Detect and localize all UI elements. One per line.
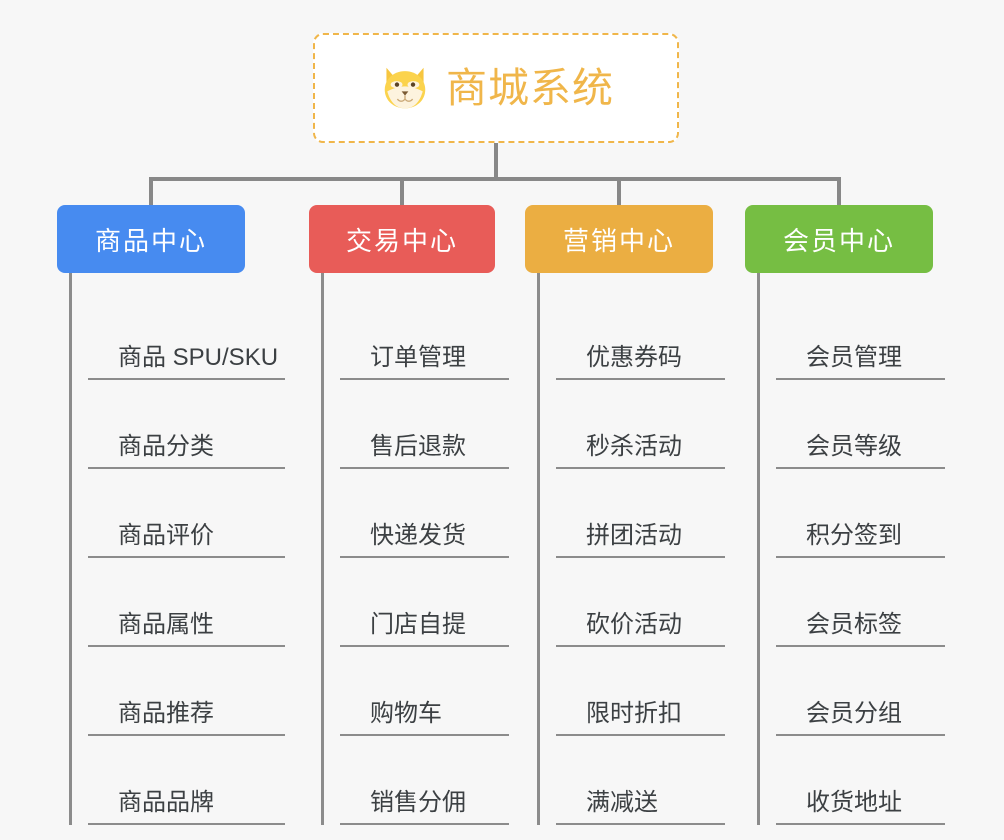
leaf-label: 砍价活动	[586, 611, 682, 638]
list-item[interactable]: 满减送	[556, 736, 725, 825]
list-item[interactable]: 拼团活动	[556, 469, 725, 558]
leaf-label: 商品评价	[118, 522, 214, 549]
category-label-trade-center: 交易中心	[345, 225, 458, 256]
list-item[interactable]: 商品评价	[88, 469, 285, 558]
list-item[interactable]: 秒杀活动	[556, 380, 725, 469]
dog-face-icon	[384, 67, 426, 109]
branch-columns: 商品中心 商品 SPU/SKU 商品分类 商品评价 商品属性 商品推荐	[0, 205, 1004, 840]
branch-member-center: 会员中心 会员管理 会员等级 积分签到 会员标签 会员分组	[745, 205, 945, 825]
list-item[interactable]: 会员分组	[776, 647, 945, 736]
connector-drop-member-center	[837, 177, 841, 205]
leaf-label: 会员等级	[806, 433, 902, 460]
list-item[interactable]: 优惠券码	[556, 291, 725, 380]
list-item[interactable]: 商品品牌	[88, 736, 285, 825]
leaf-label: 售后退款	[370, 433, 466, 460]
category-box-trade-center[interactable]: 交易中心	[309, 205, 495, 273]
leaf-label: 秒杀活动	[586, 433, 682, 460]
connector-drop-marketing-center	[617, 177, 621, 205]
leaf-label: 销售分佣	[370, 789, 466, 816]
category-box-member-center[interactable]: 会员中心	[745, 205, 933, 273]
branch-marketing-center: 营销中心 优惠券码 秒杀活动 拼团活动 砍价活动 限时折扣	[525, 205, 725, 825]
category-label-product-center: 商品中心	[94, 225, 207, 256]
leaf-label: 限时折扣	[586, 700, 682, 727]
leaf-label: 拼团活动	[586, 522, 682, 549]
list-item[interactable]: 收货地址	[776, 736, 945, 825]
list-item[interactable]: 会员管理	[776, 291, 945, 380]
leaf-list-marketing-center: 优惠券码 秒杀活动 拼团活动 砍价活动 限时折扣 满减送	[537, 273, 725, 825]
list-item[interactable]: 商品分类	[88, 380, 285, 469]
list-item[interactable]: 积分签到	[776, 469, 945, 558]
leaf-list-trade-center: 订单管理 售后退款 快递发货 门店自提 购物车 销售分佣	[321, 273, 509, 825]
list-item[interactable]: 购物车	[340, 647, 509, 736]
root-node[interactable]: 商城系统	[313, 33, 679, 143]
list-item[interactable]: 商品 SPU/SKU	[88, 291, 285, 380]
leaf-label: 积分签到	[806, 522, 902, 549]
list-item[interactable]: 订单管理	[340, 291, 509, 380]
leaf-label: 优惠券码	[586, 344, 682, 371]
branch-trade-center: 交易中心 订单管理 售后退款 快递发货 门店自提 购物车	[309, 205, 509, 825]
leaf-label: 快递发货	[370, 522, 466, 549]
leaf-label: 商品品牌	[118, 789, 214, 816]
list-item[interactable]: 售后退款	[340, 380, 509, 469]
list-item[interactable]: 快递发货	[340, 469, 509, 558]
leaf-label: 收货地址	[806, 789, 902, 816]
root-title: 商城系统	[446, 64, 614, 111]
leaf-label: 会员分组	[806, 700, 902, 727]
list-item[interactable]: 门店自提	[340, 558, 509, 647]
list-item[interactable]: 会员等级	[776, 380, 945, 469]
connector-root-stem	[494, 143, 498, 181]
leaf-label: 满减送	[586, 789, 658, 816]
leaf-label: 会员管理	[806, 344, 902, 371]
leaf-label: 会员标签	[806, 611, 902, 638]
leaf-label: 商品推荐	[118, 700, 214, 727]
leaf-list-member-center: 会员管理 会员等级 积分签到 会员标签 会员分组 收货地址	[757, 273, 945, 825]
leaf-label: 购物车	[370, 700, 442, 727]
leaf-label: 门店自提	[370, 611, 466, 638]
category-label-marketing-center: 营销中心	[562, 225, 675, 256]
leaf-label: 订单管理	[370, 344, 466, 371]
connector-horizontal-bus	[149, 177, 841, 181]
list-item[interactable]: 会员标签	[776, 558, 945, 647]
list-item[interactable]: 销售分佣	[340, 736, 509, 825]
list-item[interactable]: 限时折扣	[556, 647, 725, 736]
connector-drop-trade-center	[400, 177, 404, 205]
leaf-list-product-center: 商品 SPU/SKU 商品分类 商品评价 商品属性 商品推荐 商品品牌	[69, 273, 285, 825]
list-item[interactable]: 商品推荐	[88, 647, 285, 736]
connector-drop-product-center	[149, 177, 153, 205]
leaf-label: 商品属性	[118, 611, 214, 638]
list-item[interactable]: 砍价活动	[556, 558, 725, 647]
category-box-product-center[interactable]: 商品中心	[57, 205, 245, 273]
leaf-label: 商品 SPU/SKU	[118, 344, 279, 371]
branch-product-center: 商品中心 商品 SPU/SKU 商品分类 商品评价 商品属性 商品推荐	[57, 205, 285, 825]
category-box-marketing-center[interactable]: 营销中心	[525, 205, 713, 273]
list-item[interactable]: 商品属性	[88, 558, 285, 647]
leaf-label: 商品分类	[118, 433, 214, 460]
category-label-member-center: 会员中心	[782, 225, 895, 256]
